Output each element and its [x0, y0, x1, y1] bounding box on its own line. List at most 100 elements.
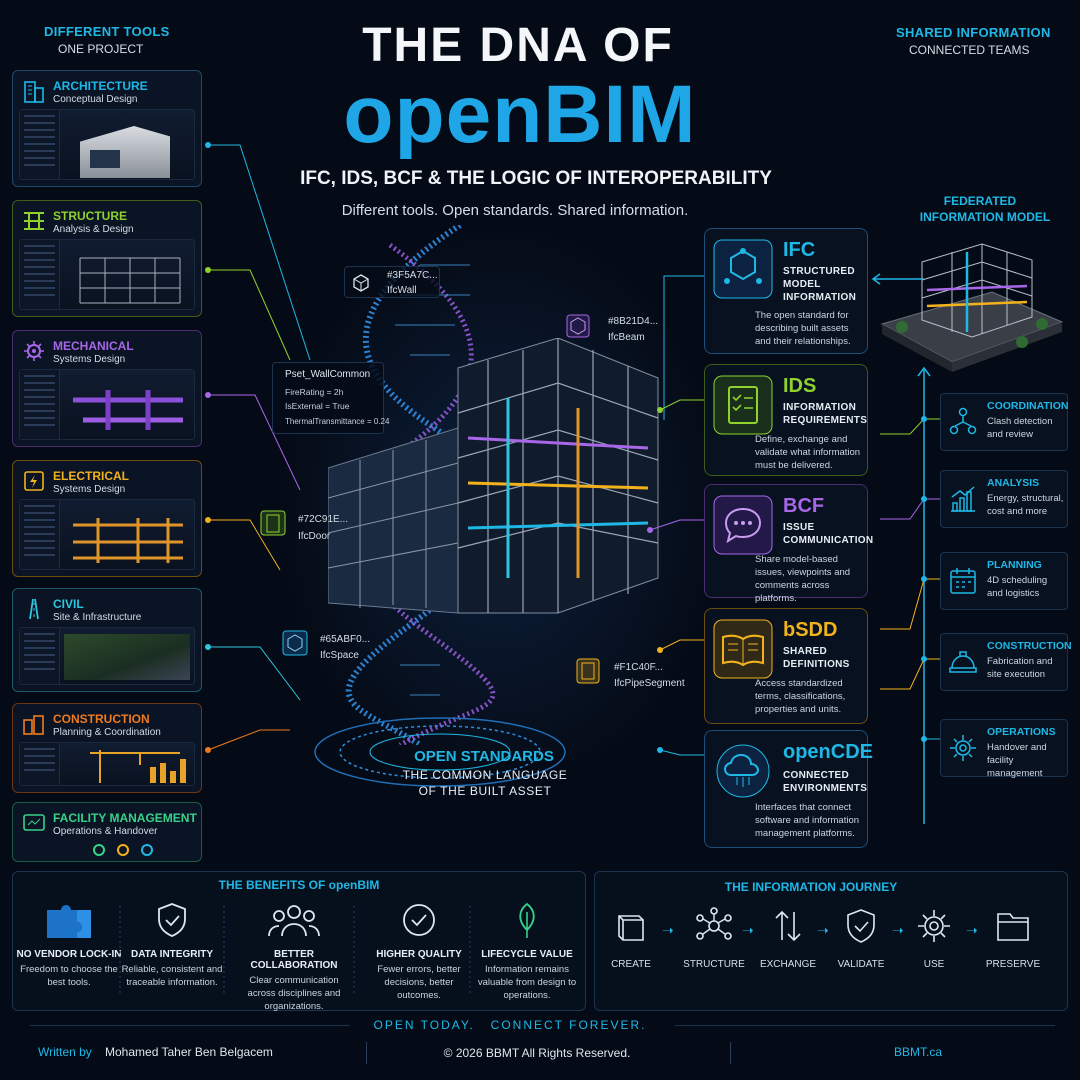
tool-subtitle: Systems Design: [53, 354, 126, 365]
phase-desc-line: Fabrication and: [987, 656, 1053, 667]
phase-title: ANALYSIS: [987, 477, 1040, 489]
standard-name: openCDE: [783, 741, 873, 763]
benefit-no-vendor-lock-in: NO VENDOR LOCK-IN Freedom to choose the …: [14, 900, 124, 989]
people-icon: [268, 905, 320, 937]
standard-line1: SHARED: [783, 646, 828, 657]
journey-arrow-icon: ➝: [817, 922, 829, 938]
phase-desc-line: Clash detection: [987, 416, 1053, 427]
footer-rule-right: [675, 1025, 1055, 1026]
website-link[interactable]: BBMT.ca: [894, 1045, 943, 1059]
network-icon: [696, 907, 732, 940]
property-set-box[interactable]: Pset_WallCommon FireRating = 2h IsExtern…: [272, 362, 389, 434]
federated-title-line2: INFORMATION MODEL: [919, 210, 1051, 224]
footer-motto: OPEN TODAY. CONNECT FOREVER.: [373, 1018, 647, 1032]
center-line1: THE COMMON LANGUAGE: [402, 768, 568, 782]
tag-ifcwall[interactable]: #3F5A7C... IfcWall: [344, 266, 440, 298]
tag-ifcbeam[interactable]: #8B21D4... IfcBeam: [562, 310, 662, 344]
gear-icon: [918, 910, 950, 942]
tool-card-mechanical[interactable]: MECHANICAL Systems Design: [12, 330, 202, 447]
tool-card-structure[interactable]: STRUCTURE Analysis & Design: [12, 200, 202, 317]
journey-step-label: PRESERVE: [985, 959, 1041, 970]
checklist-icon: [713, 375, 773, 435]
tool-card-architecture[interactable]: ARCHITECTURE Conceptual Design: [12, 70, 202, 187]
puzzle-icon: [47, 905, 91, 938]
standard-card-opencde[interactable]: openCDE CONNECTED ENVIRONMENTS Interface…: [704, 730, 873, 848]
tool-title: MECHANICAL: [53, 339, 134, 353]
journey-step-use: USE: [899, 906, 969, 970]
journey-step-exchange: EXCHANGE: [753, 906, 823, 970]
phase-desc-line: Energy, structural,: [987, 493, 1064, 504]
tag-name: IfcPipeSegment: [614, 678, 685, 689]
road-icon: [29, 598, 39, 620]
shield-check-icon: [158, 903, 186, 937]
phase-title: COORDINATION: [987, 400, 1069, 412]
standard-card-ifc[interactable]: IFC STRUCTURED MODEL INFORMATION The ope…: [704, 228, 868, 354]
tool-card-civil[interactable]: CIVIL Site & Infrastructure: [12, 588, 202, 692]
pset-name: Pset_WallCommon: [285, 369, 371, 380]
journey-step-label: USE: [923, 959, 945, 970]
standard-card-bsdd[interactable]: bSDD SHARED DEFINITIONS Access standardi…: [704, 608, 868, 724]
standard-card-ids[interactable]: IDS INFORMATION REQUIREMENTS Define, exc…: [704, 364, 868, 476]
benefit-desc: Clear communication across disciplines a…: [247, 975, 341, 1012]
standard-line2: MODEL: [783, 279, 821, 290]
standard-desc: The open standard for describing built a…: [755, 310, 851, 347]
gear-icon: [950, 735, 976, 761]
benefit-title: LIFECYCLE VALUE: [481, 949, 573, 960]
standard-card-bcf[interactable]: BCF ISSUE COMMUNICATION Share model-base…: [704, 484, 873, 604]
network-cube-icon: [713, 239, 773, 299]
left-header-sub: ONE PROJECT: [58, 42, 144, 56]
building-illustration: [328, 338, 659, 614]
page-tagline: Different tools. Open standards. Shared …: [341, 202, 689, 219]
phase-analysis[interactable]: ANALYSIS Energy, structural,cost and mor…: [940, 470, 1068, 528]
standard-line3: INFORMATION: [783, 292, 857, 303]
tag-ifcspace[interactable]: #65ABF0... IfcSpace: [280, 628, 380, 662]
cube-icon: [618, 915, 644, 941]
footer-divider: [730, 1042, 731, 1064]
tool-title: ARCHITECTURE: [53, 79, 148, 93]
cube-icon: [353, 274, 369, 292]
tool-card-facility-management[interactable]: FACILITY MANAGEMENT Operations & Handove…: [12, 802, 202, 862]
federated-model-illustration: [880, 243, 1064, 372]
team-icon: [949, 407, 977, 435]
pipe-icon: [576, 658, 600, 684]
footer-rule-left: [30, 1025, 350, 1026]
benefit-title: DATA INTEGRITY: [130, 949, 214, 960]
standard-desc: Define, exchange and validate what infor…: [755, 434, 861, 471]
journey-step-validate: VALIDATE: [826, 906, 896, 970]
benefit-lifecycle-value: LIFECYCLE VALUE Information remains valu…: [472, 900, 582, 1002]
center-title: OPEN STANDARDS: [414, 748, 554, 765]
tag-ifcpipesegment[interactable]: #F1C40F... IfcPipeSegment: [574, 656, 685, 690]
tag-ifcdoor[interactable]: #72C91E... IfcDoor: [256, 508, 376, 542]
tool-title: CONSTRUCTION: [53, 712, 150, 726]
tag-name: IfcSpace: [320, 650, 359, 661]
left-connector-lines: [205, 142, 311, 753]
tool-card-electrical[interactable]: ELECTRICAL Systems Design: [12, 460, 202, 577]
benefit-desc: Information remains valuable from design…: [477, 964, 577, 1001]
archive-folder-icon: [997, 913, 1029, 941]
benefits-title: THE BENEFITS OF openBIM: [218, 878, 380, 892]
tool-card-construction[interactable]: CONSTRUCTION Planning & Coordination: [12, 703, 202, 793]
benefit-title: HIGHER QUALITY: [376, 949, 462, 960]
tool-subtitle: Operations & Handover: [53, 826, 158, 837]
structure-icon: [24, 212, 44, 230]
phase-desc-line: 4D scheduling: [987, 575, 1048, 586]
federated-arrow: [871, 273, 924, 285]
tool-screen: [19, 627, 195, 685]
copyright-text: © 2026 BBMT All Rights Reserved.: [443, 1046, 631, 1060]
journey-arrow-icon: ➝: [966, 922, 978, 938]
cloud-network-icon: [716, 744, 770, 798]
standard-line2: ENVIRONMENTS: [783, 783, 868, 794]
leaf-icon: [519, 902, 535, 938]
standard-line1: ISSUE: [783, 522, 815, 533]
tag-id: #65ABF0...: [320, 634, 371, 645]
tag-name: IfcBeam: [608, 332, 645, 343]
standard-desc: Access standardized terms, classificatio…: [755, 678, 846, 715]
